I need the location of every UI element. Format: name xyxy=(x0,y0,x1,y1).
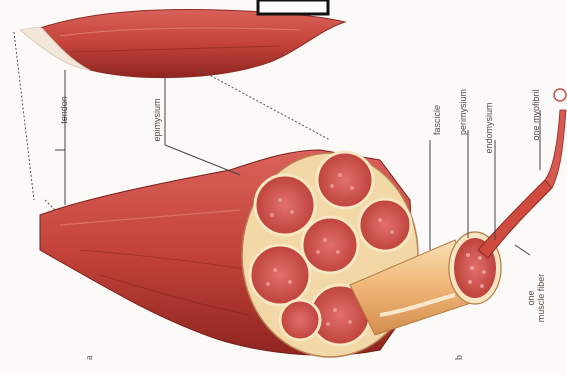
label-tendon: tendon xyxy=(59,96,69,124)
label-one-muscle-fiber-part2: muscle fiber xyxy=(536,274,546,323)
label-one-myofibril: one myofibril xyxy=(531,89,541,140)
label-endomysium: endomysium xyxy=(484,102,494,153)
panel-letter-b: b xyxy=(454,355,465,360)
scale-box xyxy=(258,0,328,14)
label-epimysium: epimysium xyxy=(152,98,162,141)
panel-letter-a: a xyxy=(84,355,95,360)
muscle-cross-section xyxy=(40,150,418,357)
label-fascicle: fascicle xyxy=(432,105,442,135)
label-perimysium: perimysium xyxy=(458,89,468,135)
label-one-muscle-fiber-part1: one xyxy=(526,290,536,305)
whole-muscle xyxy=(20,10,345,78)
label-one-muscle-fiber-line1: onemuscle fiber xyxy=(526,274,546,323)
